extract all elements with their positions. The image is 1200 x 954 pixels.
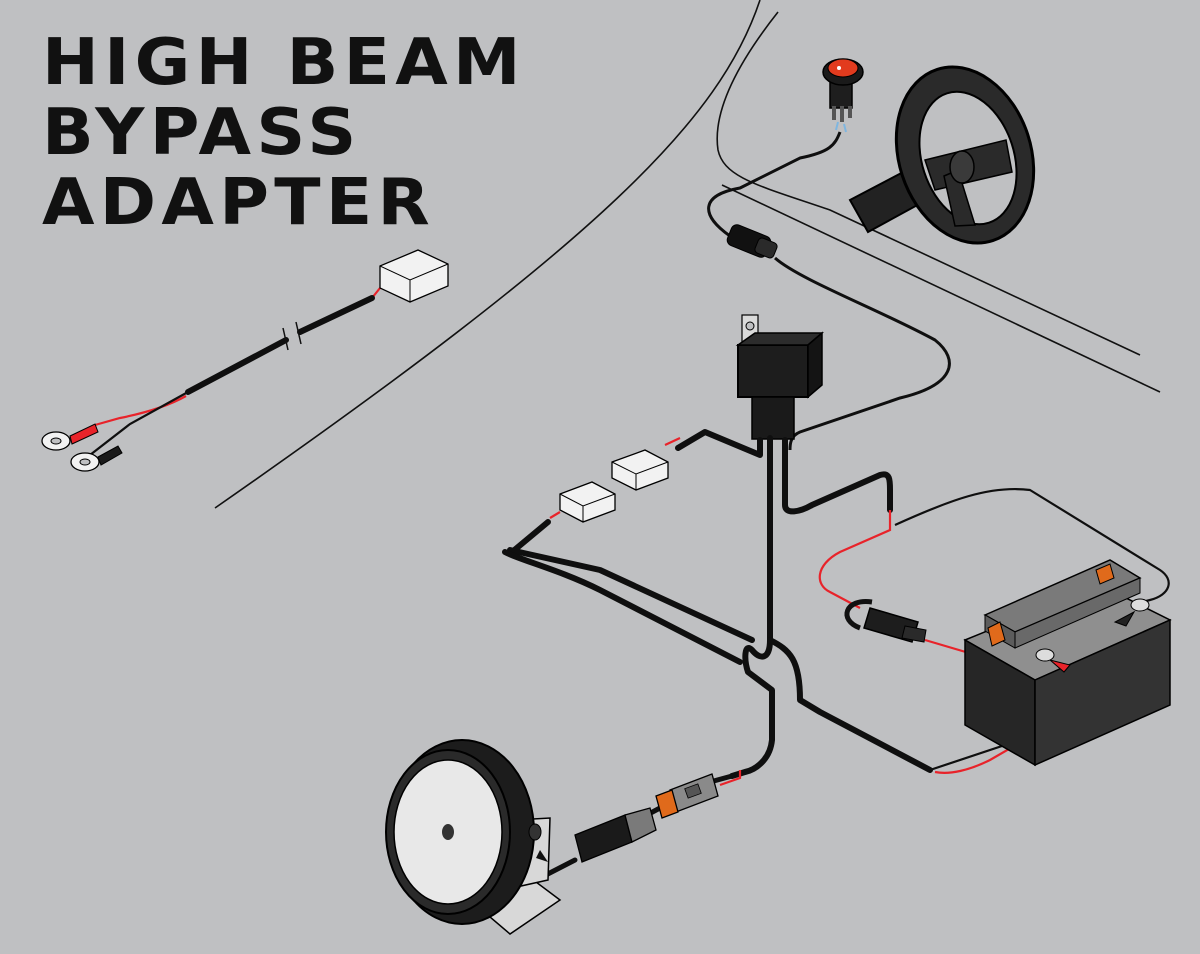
driving-light-icon: [385, 739, 562, 935]
vehicle-body-outline: [214, 0, 1161, 509]
switchback-module: [574, 807, 657, 863]
steering-wheel-icon: [848, 65, 1036, 245]
cut-marks: [282, 321, 302, 351]
main-harness-black: [502, 429, 933, 779]
ring-terminal-icon-2: [70, 445, 123, 472]
title-line-3: ADAPTER: [42, 166, 435, 240]
title-line-1: HIGH BEAM: [42, 26, 526, 100]
inline-fuse-icon: [844, 599, 927, 643]
deutsch-connector: [655, 773, 719, 819]
battery-negative-terminal: [1113, 598, 1150, 627]
adapter-pigtail-wire: [88, 295, 375, 457]
battery-icon: [963, 559, 1172, 767]
diagram-title: HIGH BEAM BYPASS ADAPTER: [42, 28, 526, 238]
battery-positive-terminal: [1035, 648, 1071, 673]
oem-connector-upper: [611, 449, 669, 491]
ring-terminal-icon: [41, 423, 99, 451]
rocker-switch-icon: [822, 58, 864, 133]
relay-icon: [735, 314, 825, 440]
title-line-2: BYPASS: [42, 96, 362, 170]
adapter-connector: [379, 249, 449, 303]
oem-connector-lower: [559, 481, 616, 523]
switch-inline-connector: [726, 224, 778, 259]
